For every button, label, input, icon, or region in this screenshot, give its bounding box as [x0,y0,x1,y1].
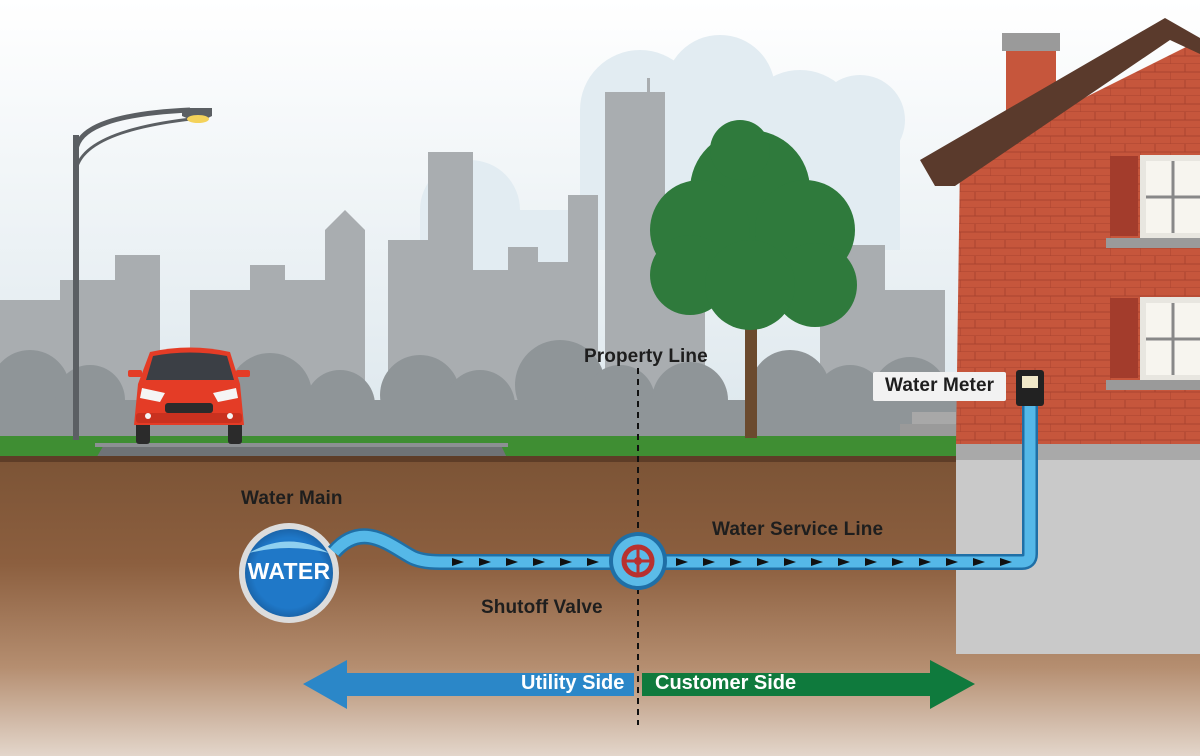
street-lamp-icon [73,107,212,440]
water-main-circle [239,523,339,623]
tree-icon [650,120,857,438]
flow-arrow-icon [703,558,715,566]
car-icon [128,347,250,444]
water-service-pipe [327,400,1038,570]
flow-arrow-icon [506,558,518,566]
flow-arrow-icon [973,558,985,566]
flow-arrow-icon [838,558,850,566]
customer-side-label: Customer Side [655,672,797,694]
flow-arrow-icon [946,558,958,566]
house-foundation [956,444,1200,654]
flow-arrow-icon [452,558,1012,566]
customer-side-arrow [642,660,975,709]
flow-arrow-icon [479,558,491,566]
water-main-label: Water Main [241,488,343,509]
flow-arrow-icon [730,558,742,566]
flow-arrow-icon [892,558,904,566]
flow-arrow-icon [811,558,823,566]
water-badge-text: WATER [247,558,331,584]
water-meter-icon [1016,370,1044,406]
property-line-label: Property Line [584,346,708,367]
flow-arrow-icon [587,558,599,566]
flow-arrow-icon [757,558,769,566]
flow-arrow-icon [676,558,688,566]
water-service-line-label: Water Service Line [712,519,884,540]
house-icon [900,18,1200,444]
shutoff-valve-label: Shutoff Valve [481,597,603,618]
water-meter-label: Water Meter [873,372,1007,401]
utility-side-arrow [303,660,634,709]
flow-arrow-icon [919,558,931,566]
utility-side-label: Utility Side [521,672,625,694]
road [95,443,508,460]
flow-arrow-icon [1000,558,1012,566]
flow-arrow-icon [452,558,464,566]
flow-arrow-icon [533,558,545,566]
flow-arrow-icon [560,558,572,566]
valve-wheel-icon [609,532,667,590]
flow-arrow-icon [784,558,796,566]
flow-arrow-icon [865,558,877,566]
